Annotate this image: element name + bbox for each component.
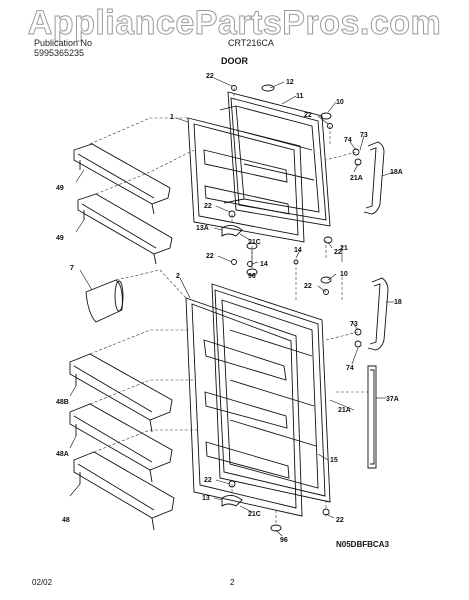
model-number: CRT216CA bbox=[228, 38, 274, 48]
callout-37a: 37A bbox=[386, 396, 399, 403]
diagram-title: DOOR bbox=[221, 56, 248, 66]
callout-74: 74 bbox=[346, 365, 354, 372]
callout-2: 2 bbox=[176, 273, 180, 280]
callout-22: 22 bbox=[206, 253, 214, 260]
freezer-handle bbox=[363, 141, 385, 215]
callout-48a: 48A bbox=[56, 451, 69, 458]
callout-22: 22 bbox=[336, 517, 344, 524]
callout-12: 12 bbox=[286, 79, 294, 86]
callout-49: 49 bbox=[56, 235, 64, 242]
freezer-shelf-upper bbox=[73, 143, 171, 205]
callout-21a: 21A bbox=[350, 175, 363, 182]
callout-21a: 21A bbox=[338, 407, 351, 414]
callout-21c: 21C bbox=[248, 511, 261, 518]
fresh-food-door-panel bbox=[211, 283, 331, 503]
page-number: 2 bbox=[230, 578, 235, 587]
hinge-13 bbox=[221, 495, 243, 507]
door-shelf-48a bbox=[69, 403, 173, 471]
fresh-food-gasket bbox=[185, 297, 303, 517]
hinge-13a bbox=[221, 225, 243, 237]
callout-22: 22 bbox=[304, 283, 312, 290]
callout-73: 73 bbox=[360, 132, 368, 139]
callout-21: 21 bbox=[340, 245, 348, 252]
dairy-compartment bbox=[85, 279, 123, 323]
callout-96: 96 bbox=[248, 273, 256, 280]
callout-15: 15 bbox=[330, 457, 338, 464]
callout-22: 22 bbox=[204, 203, 212, 210]
diagram-code: N05DBFBCA3 bbox=[336, 540, 389, 549]
callout-18a: 18A bbox=[390, 169, 403, 176]
callout-22: 22 bbox=[204, 477, 212, 484]
callout-73: 73 bbox=[350, 321, 358, 328]
callout-48: 48 bbox=[62, 517, 70, 524]
callout-22: 22 bbox=[304, 112, 312, 119]
callout-13: 13 bbox=[202, 495, 210, 502]
callout-1: 1 bbox=[170, 114, 174, 121]
callout-48b: 48B bbox=[56, 399, 69, 406]
callout-14: 14 bbox=[294, 247, 302, 254]
footer-date: 02/02 bbox=[32, 578, 53, 587]
callout-11: 11 bbox=[296, 93, 304, 100]
watermark-logo: AppliancePartsPros.com bbox=[27, 4, 442, 43]
callout-96: 96 bbox=[280, 537, 288, 544]
callout-22: 22 bbox=[206, 73, 214, 80]
publication-number: 5995365235 bbox=[34, 48, 85, 58]
callout-7: 7 bbox=[70, 265, 74, 272]
publication-label: Publication No bbox=[34, 38, 93, 48]
callout-14: 14 bbox=[260, 261, 268, 268]
trim-strip bbox=[367, 365, 377, 469]
callout-49: 49 bbox=[56, 185, 64, 192]
fresh-food-handle bbox=[367, 277, 389, 351]
door-shelf-48b bbox=[69, 353, 173, 421]
door-shelf-48 bbox=[73, 451, 175, 519]
callout-21c: 21C bbox=[248, 239, 261, 246]
callout-10: 10 bbox=[336, 99, 344, 106]
freezer-gasket bbox=[187, 117, 305, 243]
callout-13a: 13A bbox=[196, 225, 209, 232]
callout-18: 18 bbox=[394, 299, 402, 306]
callout-74: 74 bbox=[344, 137, 352, 144]
callout-10: 10 bbox=[340, 271, 348, 278]
callout-22: 22 bbox=[334, 249, 342, 256]
freezer-shelf-lower bbox=[77, 193, 173, 255]
